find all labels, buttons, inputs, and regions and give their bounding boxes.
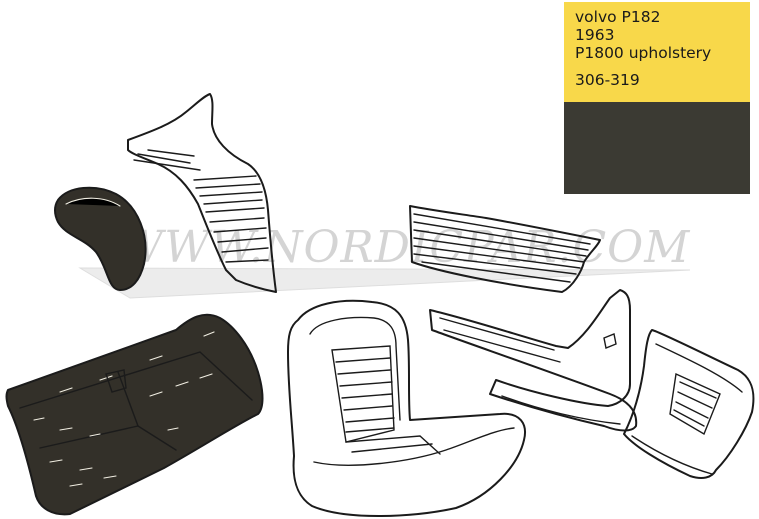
- watermark: WWW.NORDICPAR.COM: [78, 222, 691, 299]
- front-bucket-seat-icon: [287, 299, 526, 517]
- upper-door-panel-icon: [409, 205, 601, 293]
- page-range-label: 306-319: [575, 71, 640, 89]
- watermark-text: WWW.NORDICPAR.COM: [118, 222, 690, 273]
- info-panel-top: volvo P182 1963 P1800 upholstery 306-319: [564, 2, 750, 102]
- lower-door-panel-icon: [429, 289, 638, 432]
- year-label: 1963: [575, 26, 615, 44]
- model-label: volvo P182: [575, 8, 661, 26]
- info-panel-bottom: [564, 102, 750, 194]
- rear-bench-seat-icon: [5, 313, 264, 516]
- rear-side-panel-icon: [127, 93, 277, 293]
- armrest-cushion-icon: [54, 186, 147, 291]
- kick-panel-icon: [623, 329, 755, 479]
- category-label: P1800 upholstery: [575, 44, 712, 62]
- info-panel: volvo P182 1963 P1800 upholstery 306-319: [564, 2, 750, 194]
